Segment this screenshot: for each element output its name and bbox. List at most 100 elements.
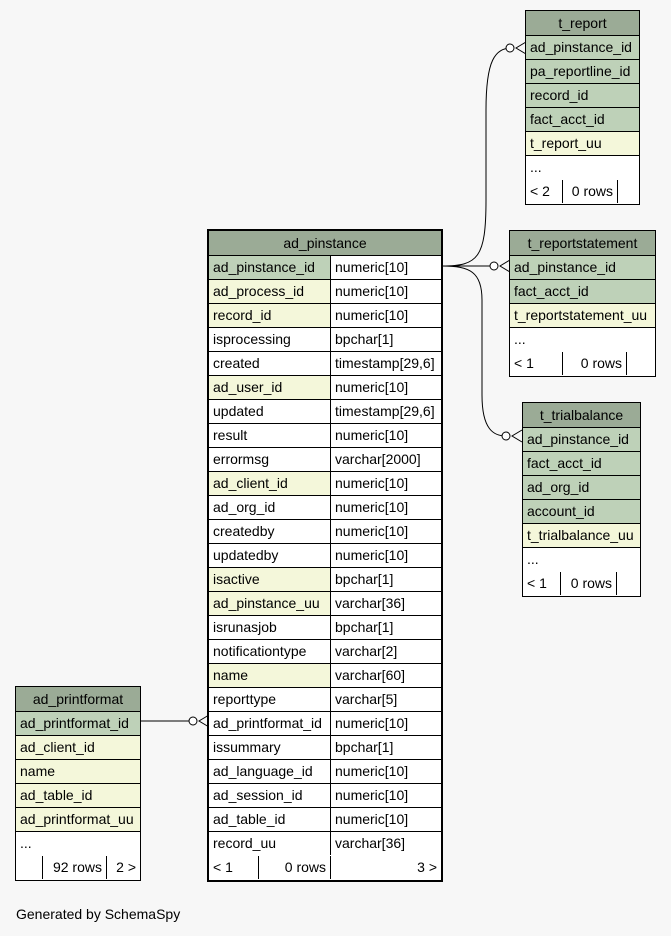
column-name: record_id — [526, 84, 639, 107]
generated-by-label[interactable]: Generated by SchemaSpy — [16, 906, 181, 922]
table-header[interactable]: t_trialbalance — [523, 403, 640, 428]
column-type: numeric[10] — [331, 712, 441, 735]
column-row[interactable]: account_id — [523, 500, 640, 524]
children-count[interactable]: 3 > — [417, 859, 437, 875]
column-type: bpchar[1] — [331, 736, 441, 759]
row-count: 92 rows — [43, 856, 107, 879]
column-row[interactable]: ad_printformat_id — [16, 712, 140, 736]
edge-ad-printformat-optional-marker — [188, 716, 198, 726]
table-header[interactable]: t_report — [526, 11, 639, 36]
column-name: isactive — [209, 568, 331, 591]
column-name: t_trialbalance_uu — [523, 524, 640, 547]
column-name: ad_user_id — [209, 376, 331, 399]
column-row[interactable]: ad_org_id — [523, 476, 640, 500]
column-name: ad_org_id — [209, 496, 331, 519]
column-name: ad_table_id — [16, 784, 140, 807]
column-row[interactable]: ad_pinstance_id — [510, 256, 655, 280]
column-row[interactable]: t_report_uu — [526, 132, 639, 156]
children-count[interactable]: 2 > — [116, 859, 136, 875]
more-columns-row: ... — [510, 328, 655, 352]
column-name: ad_pinstance_id — [510, 256, 655, 279]
column-name: ad_org_id — [523, 476, 640, 499]
column-type: numeric[10] — [331, 496, 441, 519]
column-name: ad_pinstance_id — [523, 428, 640, 451]
parents-count — [16, 856, 43, 879]
column-name: record_id — [209, 304, 331, 327]
column-row[interactable]: t_trialbalance_uu — [523, 524, 640, 548]
column-row[interactable]: fact_acct_id — [510, 280, 655, 304]
column-type: timestamp[29,6] — [331, 400, 441, 423]
column-row[interactable]: name — [16, 760, 140, 784]
column-row[interactable]: fact_acct_id — [523, 452, 640, 476]
column-row[interactable]: ad_table_id — [16, 784, 140, 808]
edge-t-reportstatement-optional-marker — [489, 261, 499, 271]
column-row[interactable]: record_id — [526, 84, 639, 108]
column-row[interactable]: t_reportstatement_uu — [510, 304, 655, 328]
column-row[interactable]: ad_pinstance_id — [523, 428, 640, 452]
column-name: ad_pinstance_id — [526, 36, 639, 59]
column-row[interactable]: ad_client_id — [16, 736, 140, 760]
column-type: numeric[10] — [331, 784, 441, 807]
edge-t-report — [441, 47, 513, 267]
parents-count[interactable]: < 1 — [209, 856, 259, 879]
column-type: numeric[10] — [331, 760, 441, 783]
column-type: bpchar[1] — [331, 568, 441, 591]
table-header[interactable]: ad_printformat — [16, 687, 140, 712]
column-row[interactable]: ad_pinstance_id — [526, 36, 639, 60]
column-type: numeric[10] — [331, 544, 441, 567]
column-name: ... — [16, 832, 140, 855]
table-header[interactable]: ad_pinstance — [209, 231, 441, 256]
column-name: notificationtype — [209, 640, 331, 663]
column-name: ad_client_id — [209, 472, 331, 495]
column-name: record_uu — [209, 832, 331, 855]
column-type: varchar[36] — [331, 592, 441, 615]
table-header[interactable]: t_reportstatement — [510, 231, 655, 256]
column-row[interactable]: fact_acct_id — [526, 108, 639, 132]
column-type: timestamp[29,6] — [331, 352, 441, 375]
column-name: created — [209, 352, 331, 375]
table-footer: < 1 0 rows 3 > — [209, 856, 441, 880]
row-count: 0 rows — [561, 572, 617, 595]
column-name: ad_printformat_id — [209, 712, 331, 735]
parents-count[interactable]: < 1 — [510, 352, 563, 375]
column-type: numeric[10] — [331, 280, 441, 303]
parents-count[interactable]: < 2 — [526, 180, 563, 203]
column-name: reporttype — [209, 688, 331, 711]
parents-count[interactable]: < 1 — [523, 572, 561, 595]
column-row[interactable]: pa_reportline_id — [526, 60, 639, 84]
column-name: result — [209, 424, 331, 447]
column-row[interactable]: ad_printformat_uu — [16, 808, 140, 832]
edge-t-trialbalance-optional-marker — [501, 431, 511, 441]
more-columns-row: ... — [526, 156, 639, 180]
